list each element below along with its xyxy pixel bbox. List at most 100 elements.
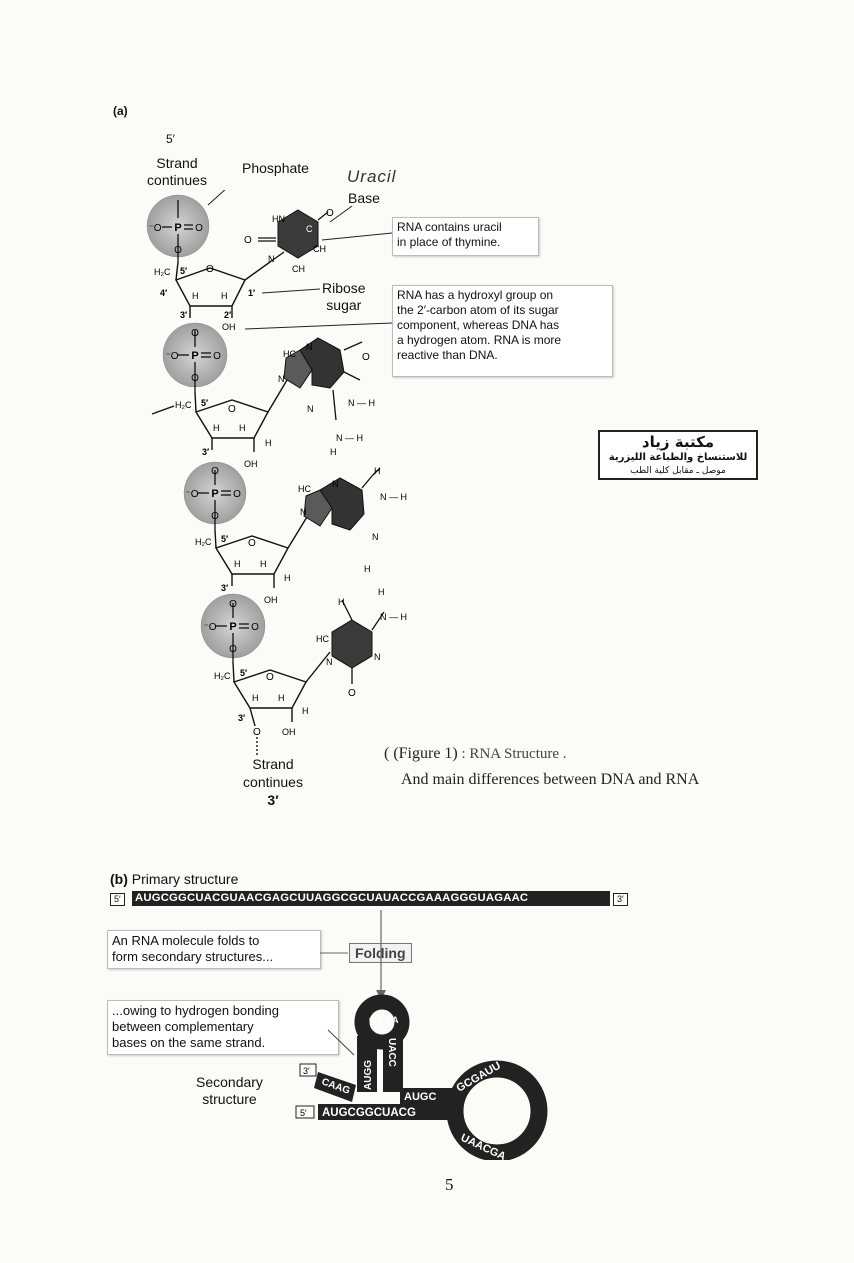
- phosphate-P: P: [174, 222, 181, 234]
- sugar1-5prime: 5′: [180, 266, 187, 276]
- phosphate-group-4: P ⁻O O O O: [200, 593, 266, 662]
- hairpin-right-sequence: UACC: [386, 1038, 397, 1067]
- sugar2-H2C: H₂C: [175, 400, 192, 410]
- phosphate-O-double: O: [195, 223, 203, 234]
- strand-continues-bottom-line2: continues: [243, 774, 303, 790]
- uracil-O: O: [326, 208, 334, 219]
- uracil-HN: HN: [272, 214, 285, 224]
- figure-caption-title: : RNA Structure .: [457, 746, 567, 762]
- phosphate-P: P: [211, 488, 218, 500]
- secondary-structure-label: Secondary structure: [196, 1074, 263, 1108]
- bond-callout-line2: between complementary: [112, 1019, 254, 1034]
- cytosine-NH: N — H: [380, 612, 407, 622]
- sugar2-5prime: 5′: [201, 398, 208, 408]
- guanine-O: O: [362, 352, 370, 363]
- inner-stem-sequence: AUGC: [404, 1091, 436, 1103]
- stamp-line3: موصل ـ مقابل كلية الطب: [630, 466, 726, 476]
- bond-callout-line3: bases on the same strand.: [112, 1035, 266, 1050]
- phosphate-group-1: P ⁻O O O: [146, 194, 210, 262]
- five-prime-end-label: 5′: [166, 132, 175, 146]
- cytosine-H: H: [378, 587, 385, 597]
- uracil-callout-leader: [321, 232, 393, 241]
- uracil-base: O O HN C CH CH N: [244, 208, 334, 274]
- bond-callout-line1: ...owing to hydrogen bonding: [112, 1003, 279, 1018]
- sugar3-H: H: [234, 559, 241, 569]
- strand-continues-top-line2: continues: [147, 172, 207, 188]
- sugar4-H: H: [302, 706, 309, 716]
- sugar1-H: H: [192, 291, 199, 301]
- ribose-ring-2: [151, 374, 291, 452]
- sugar4-H2C: H₂C: [214, 671, 231, 681]
- phosphate-group-2: P ⁻O O O O: [162, 322, 228, 392]
- folding-callout: An RNA molecule folds to form secondary …: [107, 930, 321, 969]
- hairpin-loop-sequence: GAAA: [369, 1015, 400, 1025]
- cytosine-N: N: [374, 652, 381, 662]
- adenine-H: H: [374, 466, 381, 476]
- uracil-callout-line2: in place of thymine.: [397, 235, 501, 249]
- hydroxyl-callout-line5: reactive than DNA.: [397, 348, 498, 362]
- uracil-C: C: [306, 224, 313, 234]
- primary-sequence: AUGCGGCUACGUAACGAGCUUAGGCGCUAUACCGAAAGGG…: [132, 891, 610, 906]
- base-leader: [329, 205, 353, 223]
- phosphate-P: P: [191, 350, 198, 362]
- stem-bottom-sequence: AUGCGGCUACG: [322, 1107, 416, 1119]
- sugar3-H: H: [284, 573, 291, 583]
- sugar1-H2C: H₂C: [154, 267, 171, 277]
- sugar2-3prime: 3′: [202, 447, 209, 457]
- sugar3-5prime: 5′: [221, 534, 228, 544]
- figure-caption-line1: ( (Figure 1) : RNA Structure .: [384, 741, 699, 767]
- panel-b-label: (b): [110, 871, 128, 887]
- hydroxyl-callout-line2: the 2′-carbon atom of its sugar: [397, 303, 559, 317]
- guanine-N: N: [307, 404, 314, 414]
- phosphate-O-bottom: O: [191, 373, 199, 384]
- secondary-5prime-tag: 5′: [295, 1105, 315, 1119]
- sugar2-H: H: [265, 438, 272, 448]
- seq-5prime-tag: 5′: [110, 893, 125, 906]
- uracil-CH: CH: [292, 264, 305, 274]
- hydroxyl-callout: RNA has a hydroxyl group on the 2′-carbo…: [392, 285, 613, 377]
- stem-bottom-strand: [318, 1104, 458, 1120]
- phosphate-O-top: O: [229, 599, 237, 610]
- hydroxyl-callout-line4: a hydrogen atom. RNA is more: [397, 333, 562, 347]
- guanine-HC: HC: [283, 349, 296, 359]
- uracil-callout: RNA contains uracil in place of thymine.: [392, 217, 539, 256]
- guanine-NH: N — H: [348, 398, 375, 408]
- sugar2-OH: OH: [244, 459, 258, 469]
- guanine-H: H: [330, 447, 337, 457]
- strand-continues-top: Strand continues: [138, 155, 216, 189]
- sugar3-ring-O: O: [248, 538, 256, 549]
- phosphate-O-minus: ⁻O: [148, 223, 161, 234]
- adenine-N: N: [332, 479, 339, 489]
- hydroxyl-callout-leader: [244, 322, 393, 330]
- uracil-callout-line1: RNA contains uracil: [397, 220, 502, 234]
- three-prime-end-label: 3′: [267, 792, 279, 808]
- sugar1-3prime: 3′: [180, 310, 187, 320]
- figure-caption: ( (Figure 1) : RNA Structure . And main …: [384, 741, 699, 793]
- rna-chemical-structure: P ⁻O O O P ⁻O O O O P ⁻O O O O P: [146, 190, 407, 755]
- ribose-ring-3: [214, 511, 311, 588]
- sugar1-ring-O: O: [206, 264, 214, 275]
- stamp-line2: للاستنساخ والطباعة الليزرية: [608, 452, 748, 463]
- secondary-label-line1: Secondary: [196, 1074, 263, 1090]
- hairpin-left-sequence: AUGG: [363, 1060, 374, 1090]
- phosphate-O-double: O: [233, 489, 241, 500]
- folding-callout-line1: An RNA molecule folds to: [112, 933, 260, 948]
- panel-b-heading: (b) Primary structure: [110, 871, 238, 887]
- sugar2-H: H: [239, 423, 246, 433]
- secondary-3prime-tag: 3′: [299, 1063, 317, 1077]
- svg-text:5′: 5′: [300, 1108, 307, 1118]
- folding-label: Folding: [349, 943, 412, 963]
- phosphate-O-bridge: O: [174, 245, 182, 256]
- ribose-label-line2: sugar: [326, 297, 362, 313]
- ribose-ring-1: [174, 261, 271, 318]
- phosphate-O-minus: ⁻O: [203, 622, 216, 633]
- hydrogen-bond-callout: ...owing to hydrogen bonding between com…: [107, 1000, 339, 1055]
- phosphate-O-top: O: [191, 328, 199, 339]
- stem-top-strand: [314, 1072, 356, 1102]
- guanine-N: N: [306, 342, 313, 352]
- phosphate-group-3: P ⁻O O O O: [183, 461, 247, 530]
- sugar2-ring-O: O: [228, 404, 236, 415]
- sugar4-5prime: 5′: [240, 668, 247, 678]
- cytosine-HC: HC: [316, 634, 329, 644]
- phosphate-O-bottom: O: [211, 511, 219, 522]
